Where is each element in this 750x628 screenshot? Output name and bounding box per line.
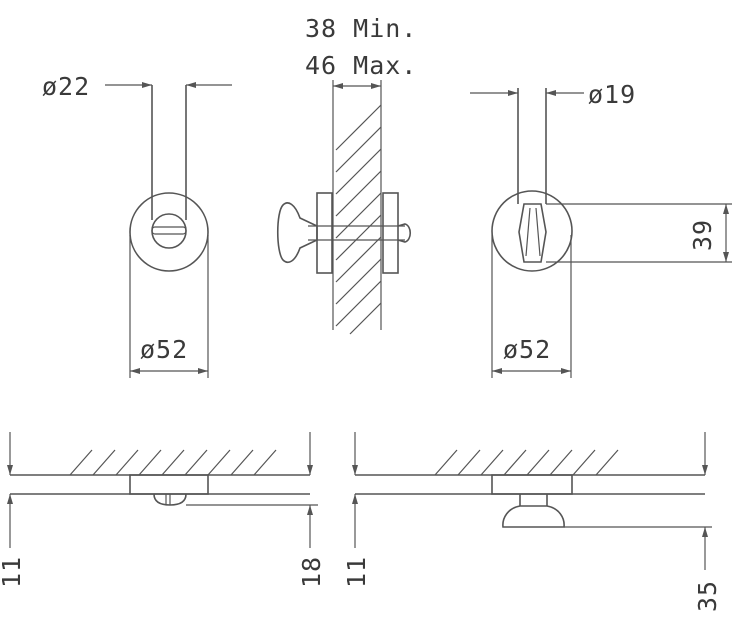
- door-thickness-label-right: 11: [342, 556, 371, 588]
- projection-label-right: 35: [693, 580, 722, 612]
- rosette-diameter-label-right: ø52: [503, 335, 551, 364]
- projection-label-left: 18: [297, 556, 326, 588]
- stem-diameter-label-left: ø22: [42, 72, 90, 101]
- turn-knob-left: [151, 213, 187, 249]
- knob-side-right: [502, 505, 565, 528]
- side-view-left: 11 18: [0, 432, 326, 588]
- rosette-diameter-label-left: ø52: [140, 335, 188, 364]
- section-view-middle: 38 Min. 46 Max.: [276, 14, 417, 335]
- door-section-hatch: [335, 104, 382, 335]
- door-hatch-bottom-left: [69, 449, 277, 476]
- rosette-section-right: [382, 192, 399, 274]
- front-view-right: ø19 39 ø52: [470, 80, 732, 378]
- rosette-section-left: [316, 192, 333, 274]
- front-view-left: ø22 ø52: [42, 72, 232, 378]
- rosette-right: [491, 190, 573, 272]
- door-thickness-label-left: 11: [0, 556, 26, 588]
- thumb-turn-knob: [276, 202, 318, 264]
- screw-slot-left: [151, 226, 187, 235]
- door-min-thickness-label: 38 Min.: [305, 14, 417, 43]
- screw-end: [397, 223, 412, 243]
- rosette-side-left: [129, 474, 209, 495]
- stem-diameter-label-right: ø19: [588, 80, 636, 109]
- emergency-release-right: [518, 203, 547, 263]
- side-view-right: 11 35: [342, 432, 722, 612]
- door-max-thickness-label: 46 Max.: [305, 51, 417, 80]
- height-label-right: 39: [688, 219, 717, 251]
- rosette-left: [129, 192, 209, 272]
- door-hatch-bottom-right: [434, 449, 619, 476]
- rosette-side-right: [491, 474, 573, 495]
